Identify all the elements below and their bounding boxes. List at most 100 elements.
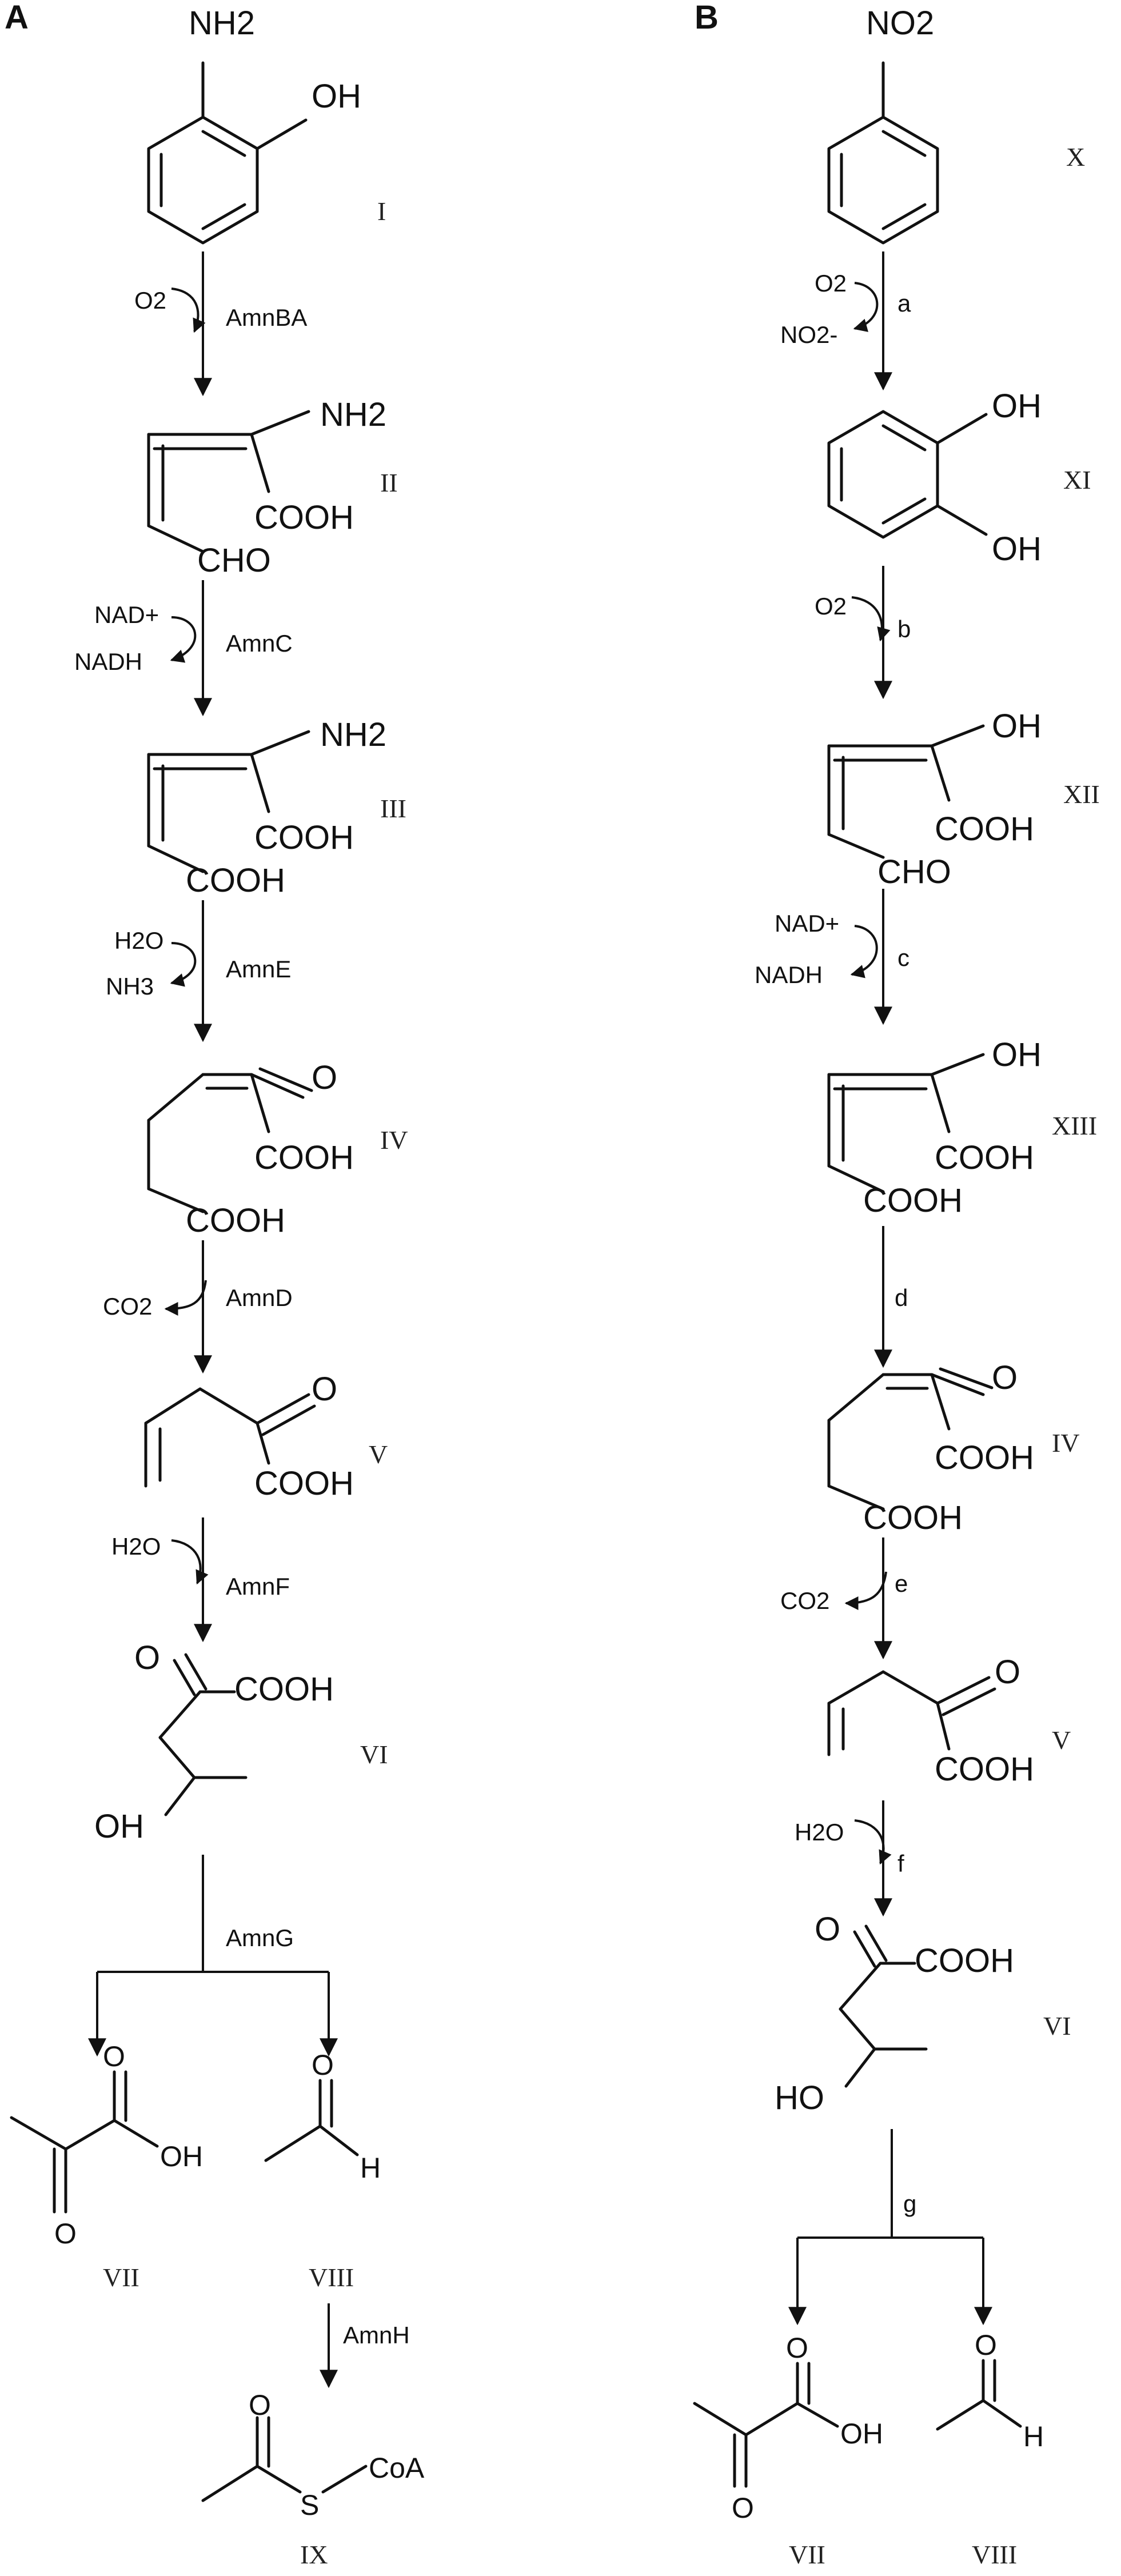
compound-x-label: X: [1066, 142, 1085, 171]
keto-oxygen: O: [995, 1654, 1020, 1691]
hydroxyl-group: OH: [992, 708, 1042, 745]
compound-vii-label: VII: [103, 2263, 139, 2292]
enzyme-amnd: AmnD: [226, 1284, 293, 1311]
cofactor-h2o: H2O: [111, 1533, 161, 1560]
compound-iv-b: O COOH COOH IV: [827, 1359, 1080, 1536]
compound-vii: O OH O VII: [10, 2040, 203, 2292]
cofactor-nh3: NH3: [106, 973, 154, 1000]
compound-vi: O COOH OH VI: [94, 1639, 388, 1845]
aldehyde-hydrogen: H: [360, 2152, 381, 2184]
carboxyl-group: COOH: [234, 1671, 334, 1708]
compound-v-b: O COOH V: [827, 1654, 1071, 1788]
carboxyl-group: COOH: [254, 499, 354, 536]
hydroxyl-group: OH: [160, 2140, 203, 2172]
enzyme-amnh: AmnH: [343, 2322, 410, 2349]
hydroxyl-group: OH: [992, 1036, 1042, 1073]
cofactor-nad: NAD+: [94, 601, 159, 628]
carbonyl-oxygen: O: [103, 2040, 125, 2072]
keto-oxygen: O: [54, 2218, 77, 2250]
compound-viii-label: VIII: [309, 2263, 354, 2292]
aldehyde-group: CHO: [877, 853, 951, 890]
cofactor-o2: O2: [815, 270, 847, 297]
compound-vii-b: O OH O VII: [693, 2332, 883, 2569]
carboxyl-group: COOH: [935, 1751, 1034, 1788]
step-g: g: [788, 2129, 992, 2326]
panel-label-a: A: [5, 0, 29, 36]
enzyme-amnf: AmnF: [226, 1573, 290, 1600]
compound-vi-label: VI: [360, 1740, 388, 1769]
enzyme-amng: AmnG: [226, 1924, 294, 1951]
step-b: O2 b: [815, 566, 911, 700]
compound-ii: NH2 COOH CHO II: [147, 396, 398, 579]
aldehyde-group: CHO: [197, 542, 271, 579]
compound-x: NO2 X: [827, 5, 1085, 245]
cofactor-nadh: NADH: [755, 961, 823, 988]
amine-group: NH2: [320, 716, 386, 753]
cofactor-o2: O2: [134, 287, 166, 314]
aldehyde-hydrogen: H: [1023, 2421, 1044, 2453]
compound-iv: O COOH COOH IV: [147, 1059, 408, 1239]
enzyme-f: f: [897, 1850, 904, 1877]
compound-ix: O S CoA IX: [201, 2389, 425, 2569]
carboxyl-group-2: COOH: [186, 1202, 285, 1239]
compound-vi-b: O COOH HO VI: [775, 1911, 1071, 2116]
hydroxyl-group: HO: [775, 2079, 824, 2116]
compound-iv-b-label: IV: [1052, 1428, 1080, 1457]
cofactor-nadh: NADH: [74, 648, 142, 675]
keto-oxygen: O: [992, 1359, 1018, 1396]
carbonyl-oxygen: O: [249, 2389, 271, 2421]
cofactor-nad: NAD+: [775, 910, 839, 937]
step-amnc: NAD+ NADH AmnC: [74, 580, 293, 717]
compound-iv-label: IV: [380, 1125, 408, 1155]
step-f: H2O f: [795, 1800, 904, 1917]
sulfur-atom: S: [300, 2489, 319, 2521]
enzyme-amnc: AmnC: [226, 630, 293, 657]
compound-viii: O H VIII: [264, 2049, 381, 2292]
carboxyl-group: COOH: [915, 1942, 1014, 1979]
amine-group: NH2: [320, 396, 386, 433]
enzyme-a: a: [897, 290, 911, 317]
compound-viii-b: O H VIII: [936, 2329, 1044, 2569]
keto-oxygen: O: [312, 1371, 337, 1408]
enzyme-b: b: [897, 616, 911, 642]
coenzyme-a: CoA: [369, 2452, 425, 2484]
compound-xi-label: XI: [1063, 465, 1091, 494]
carboxyl-group: COOH: [254, 1465, 354, 1502]
enzyme-amne: AmnE: [226, 956, 291, 983]
compound-v-b-label: V: [1052, 1726, 1071, 1755]
carboxyl-group: COOH: [254, 1139, 354, 1176]
step-d: d: [874, 1226, 908, 1368]
compound-i-label: I: [377, 197, 386, 226]
compound-xiii-label: XIII: [1052, 1111, 1097, 1140]
step-amnd: CO2 AmnD: [103, 1240, 293, 1374]
carboxyl-group-2: COOH: [186, 862, 285, 899]
compound-viii-b-label: VIII: [972, 2540, 1017, 2569]
hydroxyl-group-2: OH: [992, 530, 1042, 568]
compound-xi: OH OH XI: [827, 388, 1091, 568]
compound-vii-b-label: VII: [789, 2540, 825, 2569]
carbonyl-oxygen: O: [975, 2329, 997, 2361]
step-amne: H2O NH3 AmnE: [106, 900, 291, 1043]
compound-vi-b-label: VI: [1043, 2011, 1071, 2040]
carboxyl-group: COOH: [254, 819, 354, 856]
carboxyl-group-2: COOH: [863, 1182, 963, 1219]
step-amnf: H2O AmnF: [111, 1517, 290, 1643]
enzyme-g: g: [903, 2190, 916, 2217]
carboxyl-group: COOH: [935, 810, 1034, 848]
panel-label-b: B: [695, 0, 719, 36]
compound-xiii: OH COOH COOH XIII: [827, 1036, 1097, 1219]
hydroxyl-group: OH: [992, 388, 1042, 425]
compound-i: NH2 OH I: [147, 5, 386, 245]
compound-ii-label: II: [380, 468, 398, 497]
hydroxyl-group: OH: [94, 1808, 144, 1845]
hydroxyl-group: OH: [840, 2418, 883, 2450]
keto-oxygen: O: [134, 1639, 160, 1676]
compound-xii: OH COOH CHO XII: [827, 708, 1100, 890]
carbonyl-oxygen: O: [312, 2049, 334, 2081]
step-e: CO2 e: [780, 1537, 908, 1660]
step-amng: AmnG: [88, 1855, 338, 2057]
step-a: O2 NO2- a: [780, 251, 911, 391]
amine-group: NH2: [189, 5, 255, 42]
